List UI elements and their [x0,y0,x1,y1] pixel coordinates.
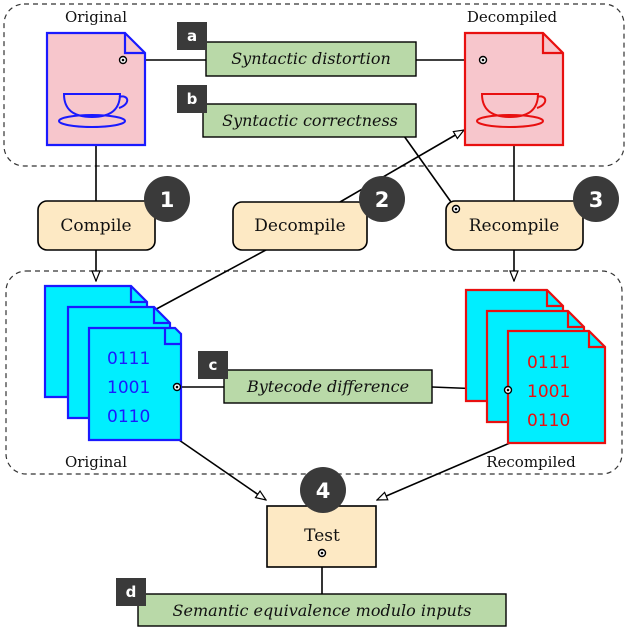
compile-label: Compile [60,216,131,236]
orig-bytecode-line-3: 0110 [107,407,150,427]
badge-c [198,351,228,379]
svg-text:a: a [187,27,197,45]
note-b-line [403,135,457,210]
rec-bytecode-line-2: 1001 [527,382,570,402]
decompile-to-dec-source [339,130,464,203]
note-b-text: Syntactic correctness [222,111,398,130]
svg-text:3: 3 [589,188,604,212]
recompile-label: Recompile [469,216,560,236]
rec-bytecode-line-3: 0110 [527,411,570,431]
orig-bytecode-to-test [178,439,266,500]
note-d: Semantic equivalence modulo inputs d [116,578,507,627]
note-c: Bytecode difference c [198,351,433,404]
coffee-cup-icon [58,93,129,128]
note-a: Syntactic distortion a [177,22,417,77]
svg-text:4: 4 [316,479,331,503]
decompile-label: Decompile [254,216,345,236]
compile-step: Compile [37,200,156,251]
note-a-text: Syntactic distortion [231,49,391,68]
source-group-frame [3,3,625,167]
svg-text:b: b [187,90,198,108]
recompile-step: Recompile [445,200,584,251]
note-b: Syntactic correctness b [177,85,417,138]
label-original-bottom: Original [65,453,127,471]
svg-text:d: d [126,583,137,601]
original-source-file-icon [45,31,147,147]
rec-bytecode-line-1: 0111 [527,353,570,373]
test-step: Test [266,505,377,568]
orig-bytecode-line-2: 1001 [107,378,150,398]
badge-a [177,22,207,50]
orig-bytecode-line-1: 0111 [107,349,150,369]
note-d-text: Semantic equivalence modulo inputs [173,601,472,620]
note-c-text: Bytecode difference [246,377,409,396]
step-number-2: 2 [359,176,405,222]
step-number-4: 4 [300,467,346,513]
label-original-top: Original [65,8,127,26]
step-number-1: 1 [144,176,190,222]
decompiled-source-file-icon [463,31,565,147]
test-label: Test [304,526,340,546]
badge-d [116,578,146,606]
decompile-step: Decompile [232,201,368,251]
rec-bytecode-to-test [377,442,511,501]
recompiled-bytecode-files-icon: 0111 1001 0110 [464,288,607,445]
original-bytecode-files-icon: 0111 1001 0110 [43,284,183,442]
svg-text:2: 2 [375,188,390,212]
svg-text:c: c [209,356,218,374]
svg-text:1: 1 [160,188,175,212]
badge-b [177,85,207,113]
label-recompiled-bottom: Recompiled [486,453,576,471]
step-number-3: 3 [573,176,619,222]
label-decompiled-top: Decompiled [467,8,558,26]
coffee-cup-icon [476,93,547,128]
